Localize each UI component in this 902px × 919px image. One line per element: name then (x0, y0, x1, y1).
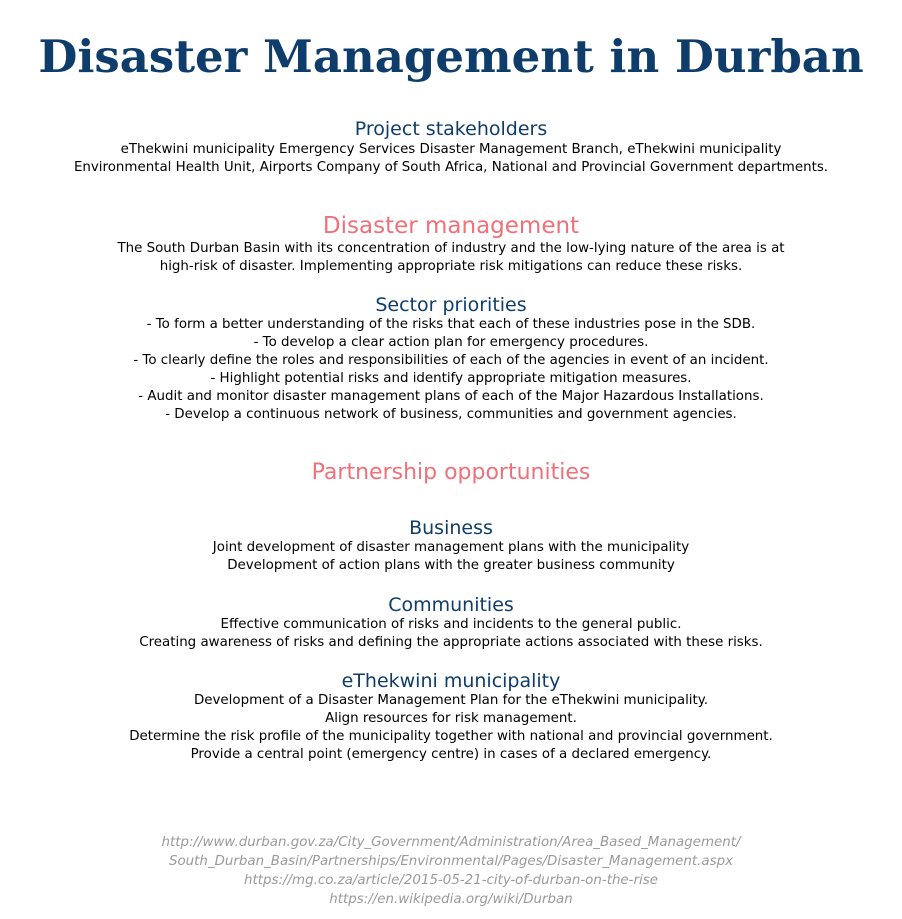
sector-priority-item: - To clearly define the roles and respon… (133, 353, 769, 368)
sector-priority-item: - Audit and monitor disaster management … (138, 389, 764, 404)
stakeholders-heading: Project stakeholders (354, 118, 548, 140)
communities-section: Communities Effective communication of r… (0, 594, 902, 652)
business-line: Development of action plans with the gre… (227, 558, 675, 573)
source-url: https://mg.co.za/article/2015-05-21-city… (244, 873, 658, 888)
source-url: https://en.wikipedia.org/wiki/Durban (329, 892, 573, 907)
stakeholders-line: eThekwini municipality Emergency Service… (120, 142, 782, 157)
sector-priority-item: - To form a better understanding of the … (146, 317, 756, 332)
communities-heading: Communities (388, 594, 514, 616)
sources-list: http://www.durban.gov.za/City_Government… (0, 833, 902, 909)
partnership-section: Partnership opportunities (0, 459, 902, 487)
sector-priority-item: - To develop a clear action plan for eme… (253, 335, 649, 350)
sector-priority-item: - Highlight potential risks and identify… (210, 371, 692, 386)
disaster-management-section: Disaster management The South Durban Bas… (0, 212, 902, 276)
stakeholders-line: Environmental Health Unit, Airports Comp… (73, 160, 829, 175)
business-heading: Business (409, 517, 493, 539)
disaster-management-line: high-risk of disaster. Implementing appr… (159, 259, 743, 274)
ethekwini-heading: eThekwini municipality (341, 670, 561, 692)
business-section: Business Joint development of disaster m… (0, 517, 902, 575)
ethekwini-line: Determine the risk profile of the munici… (129, 729, 773, 744)
ethekwini-line: Provide a central point (emergency centr… (190, 747, 712, 762)
page-title: Disaster Management in Durban (38, 30, 864, 83)
ethekwini-text: Development of a Disaster Management Pla… (0, 692, 902, 764)
ethekwini-line: Development of a Disaster Management Pla… (193, 693, 709, 708)
sector-priorities-list: - To form a better understanding of the … (0, 316, 902, 424)
disaster-management-line: The South Durban Basin with its concentr… (117, 241, 785, 256)
communities-text: Effective communication of risks and inc… (0, 616, 902, 652)
communities-line: Creating awareness of risks and defining… (139, 635, 763, 650)
sector-priority-item: - Develop a continuous network of busine… (165, 407, 737, 422)
sector-priorities-heading: Sector priorities (375, 294, 527, 316)
business-text: Joint development of disaster management… (0, 539, 902, 575)
source-url: http://www.durban.gov.za/City_Government… (161, 835, 741, 850)
stakeholders-text: eThekwini municipality Emergency Service… (0, 141, 902, 177)
sector-priorities-section: Sector priorities - To form a better und… (0, 294, 902, 424)
ethekwini-section: eThekwini municipality Development of a … (0, 670, 902, 764)
disaster-management-text: The South Durban Basin with its concentr… (0, 240, 902, 276)
source-url: South_Durban_Basin/Partnerships/Environm… (168, 854, 734, 869)
stakeholders-section: Project stakeholders eThekwini municipal… (0, 118, 902, 177)
partnership-heading: Partnership opportunities (311, 460, 591, 485)
business-line: Joint development of disaster management… (212, 540, 690, 555)
disaster-management-heading: Disaster management (322, 213, 580, 239)
ethekwini-line: Align resources for risk management. (325, 711, 577, 726)
communities-line: Effective communication of risks and inc… (220, 617, 682, 632)
